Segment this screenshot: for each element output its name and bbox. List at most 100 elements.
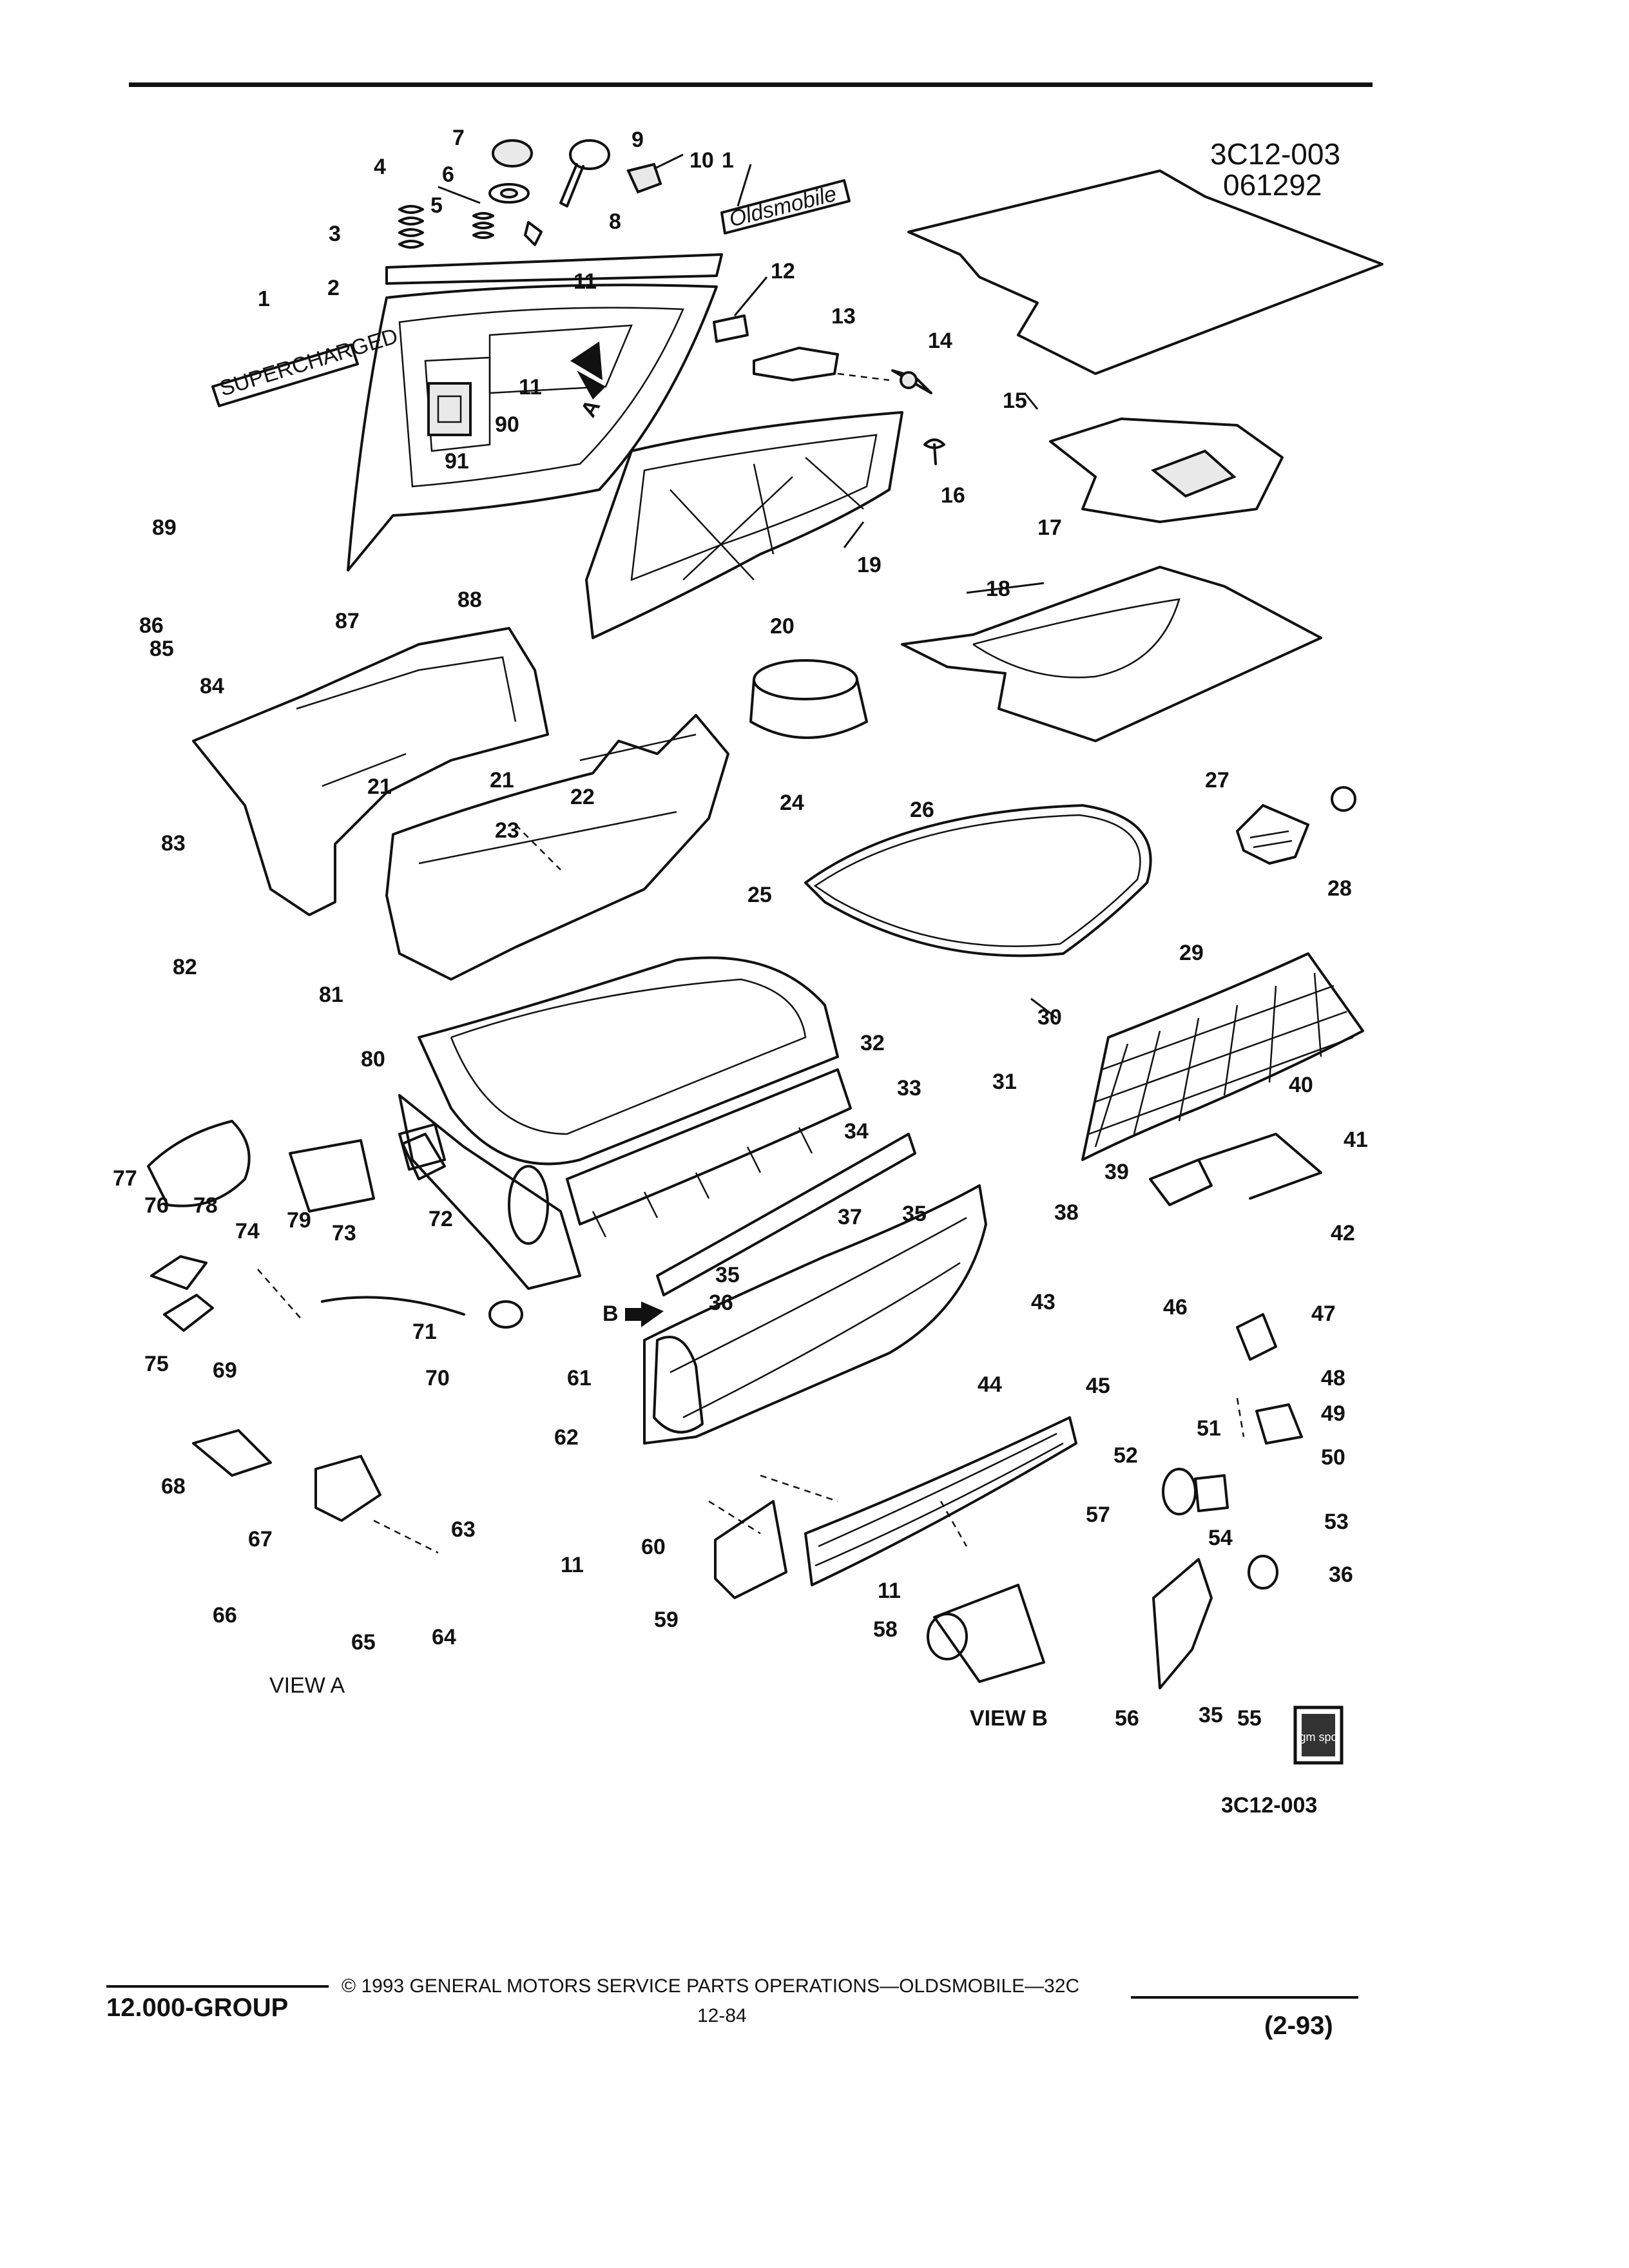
release-switch	[1236, 786, 1356, 865]
callout-36: 36	[709, 1291, 733, 1315]
trunk-side-trims	[192, 627, 729, 981]
callout-48: 48	[1321, 1366, 1345, 1390]
callout-39: 39	[1104, 1160, 1129, 1184]
trunk-lid-liner	[585, 411, 903, 639]
arrow-a-label: A	[576, 396, 605, 421]
callout-81: 81	[319, 983, 343, 1007]
callout-26: 26	[910, 798, 934, 822]
callout-18: 18	[986, 577, 1010, 601]
callout-55: 55	[1237, 1706, 1262, 1731]
callout-24: 24	[780, 791, 804, 815]
callout-37: 37	[838, 1205, 862, 1229]
callout-59: 59	[654, 1608, 679, 1632]
bottom-code: 3C12-003	[1221, 1793, 1317, 1818]
callout-35: 35	[902, 1202, 927, 1226]
callout-44: 44	[978, 1372, 1002, 1397]
gm-logo-text: gm spo	[1299, 1731, 1337, 1744]
callout-61: 61	[567, 1366, 592, 1390]
callout-23: 23	[495, 818, 519, 843]
callout-33: 33	[897, 1076, 921, 1100]
callout-69: 69	[213, 1358, 237, 1383]
callout-25: 25	[747, 883, 772, 907]
callout-29: 29	[1179, 941, 1204, 965]
callout-72: 72	[429, 1207, 453, 1231]
callout-1: 1	[722, 148, 734, 173]
rear-compartment	[398, 956, 852, 1290]
callout-15: 15	[1003, 389, 1027, 413]
callout-9: 9	[631, 128, 644, 152]
callout-50: 50	[1321, 1445, 1345, 1470]
callout-32: 32	[860, 1031, 885, 1055]
footer-revision: (2-93)	[1264, 2012, 1333, 2040]
callout-12: 12	[771, 259, 795, 284]
callout-76: 76	[144, 1193, 169, 1218]
callout-30: 30	[1037, 1005, 1062, 1030]
callout-79: 79	[287, 1208, 311, 1233]
callout-11d: 11	[561, 1553, 584, 1577]
callout-53: 53	[1324, 1510, 1349, 1534]
callout-19: 19	[857, 553, 882, 577]
left-hardware	[147, 1120, 523, 1522]
callout-75: 75	[144, 1352, 169, 1376]
callout-52: 52	[1113, 1443, 1138, 1468]
callout-labels: 1 1 2 3 4 5 6 7 8 9 10 11 11 12 13 14 15…	[113, 126, 1368, 1818]
callout-5: 5	[430, 193, 443, 218]
callout-58: 58	[873, 1617, 898, 1642]
callout-11: 11	[574, 269, 597, 294]
callout-51: 51	[1197, 1416, 1221, 1441]
callout-88: 88	[458, 588, 482, 612]
footer-group: 12.000-GROUP	[106, 1994, 289, 2022]
callout-89: 89	[152, 515, 177, 540]
callout-70: 70	[425, 1366, 450, 1390]
callout-56: 56	[1115, 1706, 1139, 1731]
callout-86: 86	[139, 613, 164, 638]
callout-21b: 21	[490, 768, 514, 793]
lock-cylinder-parts	[398, 139, 662, 249]
callout-85: 85	[149, 637, 174, 661]
date-code: 061292	[1223, 168, 1322, 202]
callout-84: 84	[200, 674, 224, 698]
callout-47: 47	[1311, 1302, 1336, 1326]
ref-code: 3C12-003	[1210, 137, 1341, 171]
footer-copyright: © 1993 GENERAL MOTORS SERVICE PARTS OPER…	[342, 1975, 1080, 1997]
callout-90: 90	[495, 412, 519, 437]
callout-3: 3	[329, 222, 341, 246]
callout-66: 66	[213, 1603, 237, 1628]
callout-31: 31	[992, 1070, 1017, 1094]
callout-7: 7	[452, 126, 465, 150]
callout-13: 13	[831, 304, 856, 329]
callout-91: 91	[445, 449, 469, 474]
view-b-label: VIEW B	[970, 1706, 1048, 1731]
callout-71: 71	[412, 1320, 437, 1344]
callout-8: 8	[609, 209, 621, 234]
callout-83: 83	[161, 831, 186, 856]
callout-41: 41	[1344, 1128, 1368, 1152]
callout-22: 22	[570, 785, 595, 809]
callout-49: 49	[1321, 1401, 1345, 1426]
footer-page: 12-84	[697, 2005, 747, 2026]
callout-45: 45	[1086, 1374, 1110, 1398]
callout-11c: 11	[878, 1579, 901, 1603]
callout-20: 20	[770, 614, 795, 639]
callout-57: 57	[1086, 1503, 1110, 1527]
callout-46: 46	[1163, 1295, 1188, 1320]
callout-27: 27	[1205, 768, 1229, 793]
callout-64: 64	[432, 1625, 456, 1649]
trunk-mats	[901, 169, 1383, 742]
callout-87: 87	[335, 609, 360, 633]
callout-35c: 35	[1199, 1703, 1223, 1727]
callout-73: 73	[332, 1221, 356, 1245]
callout-4: 4	[374, 155, 386, 179]
callout-2: 2	[327, 276, 340, 300]
callout-35b: 35	[715, 1263, 740, 1287]
callout-40: 40	[1289, 1073, 1313, 1097]
callout-43: 43	[1031, 1290, 1055, 1314]
callout-36b: 36	[1329, 1562, 1353, 1587]
callout-67: 67	[248, 1527, 273, 1552]
callout-78: 78	[193, 1193, 218, 1218]
callout-63: 63	[451, 1517, 476, 1542]
side-marker	[714, 1500, 787, 1599]
arrow-b-label: B	[602, 1302, 619, 1326]
rear-lamp	[804, 1416, 1077, 1586]
